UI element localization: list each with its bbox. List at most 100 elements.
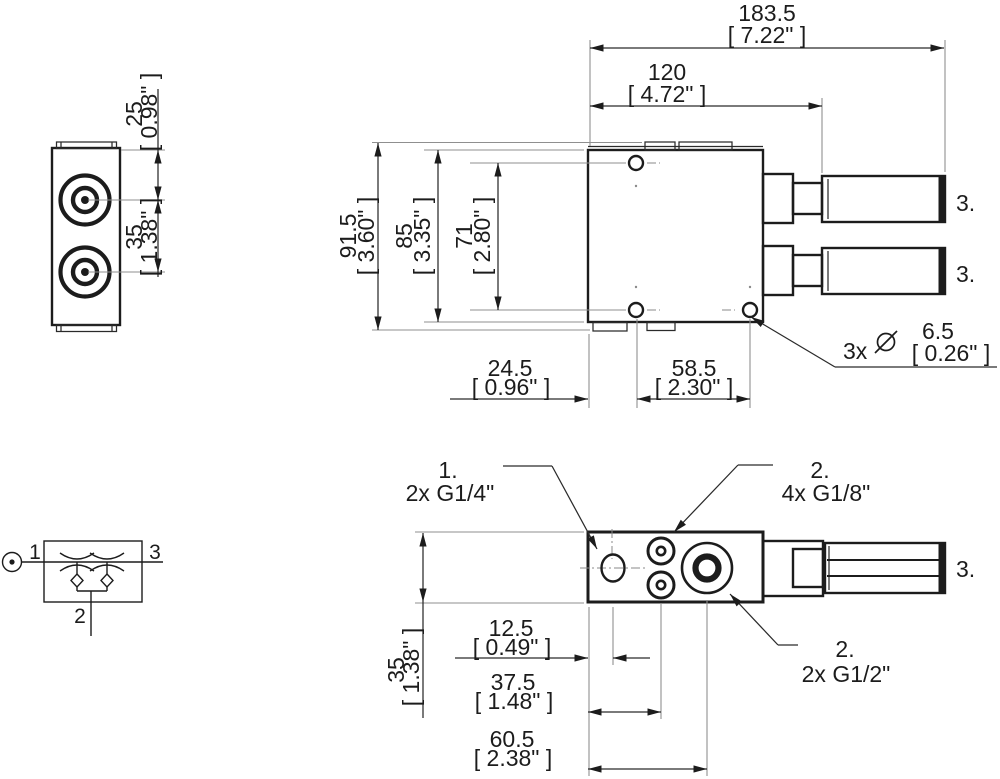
check-valve-2	[100, 562, 114, 591]
arrowhead-icon	[613, 654, 627, 662]
arrowhead-icon	[637, 395, 651, 403]
bottom-body	[586, 530, 765, 604]
arrowhead-icon	[434, 150, 442, 164]
dim-35-mm: 35	[121, 224, 147, 250]
mounting-hole-bottom-right	[741, 301, 759, 319]
muffler-label-1: 3.	[956, 190, 975, 216]
dim-1835-in: [ 7.22" ]	[728, 22, 807, 48]
top-tab-2	[678, 141, 733, 151]
dim-125-in: [ 0.49" ]	[473, 634, 552, 660]
dim-585-mm: 58.5	[672, 355, 717, 381]
ejector-box	[43, 540, 143, 603]
arrowhead-icon	[930, 44, 944, 52]
leader-port1: 1. 2x G1/4"	[406, 457, 601, 551]
dim-120-in: [ 4.72" ]	[628, 81, 707, 107]
schematic-port-3: 3	[149, 541, 161, 564]
dim-25-mm: 25	[121, 101, 147, 127]
check-valve-1	[70, 562, 84, 591]
dim-b35-mm: 35	[383, 657, 409, 683]
muffler-end-cap	[938, 175, 946, 223]
dim-1835-mm: 183.5	[738, 0, 796, 26]
arrowhead-icon	[693, 765, 707, 773]
dim-front-pitch-35: 35 [ 1.38" ]	[121, 198, 162, 277]
arrowhead-icon	[494, 296, 502, 310]
muffler-cylinder	[820, 246, 947, 296]
dim-85-mm: 85	[391, 223, 417, 249]
arrowhead-icon	[808, 102, 822, 110]
schematic-port-2: 2	[74, 605, 86, 628]
dim-915-mm: 91.5	[335, 214, 361, 259]
arrowhead-icon	[590, 102, 604, 110]
dim-25-in: [ 0.98" ]	[136, 73, 162, 152]
arrowhead-icon	[590, 44, 604, 52]
leader-port2: 2. 4x G1/8"	[671, 457, 870, 535]
dim-71-in: [ 2.80" ]	[469, 197, 495, 276]
dim-body-width: 120 [ 4.72" ]	[590, 59, 823, 173]
muffler-cylinder	[820, 174, 947, 224]
bottom-view: 3. 1. 2x G1/4" 2. 4x G1/8" 2. 2x G1/2"	[383, 457, 975, 776]
muffler-label-2: 3.	[956, 261, 975, 287]
dim-120-mm: 120	[648, 59, 686, 85]
arrowhead-icon	[588, 765, 602, 773]
muffler-bottom	[761, 244, 947, 297]
muffler-end-cap	[938, 247, 946, 295]
port1-thread: 2x G1/4"	[406, 480, 495, 506]
arrowhead-icon	[374, 143, 382, 157]
port2-thread: 4x G1/8"	[782, 480, 871, 506]
front-bottom-cap	[55, 324, 118, 333]
arrowhead-icon	[374, 316, 382, 330]
muffler-side	[761, 539, 947, 598]
dim-front-offset-25: 25 [ 0.98" ]	[88, 73, 165, 277]
port3-thread: 2x G1/2"	[802, 661, 891, 687]
port2-number: 2.	[810, 457, 829, 483]
arrowhead-icon	[494, 163, 502, 177]
top-view: 3. 3. 183.5 [ 7.22" ] 120 [ 4.72" ]	[335, 0, 997, 408]
dim-body-height: 85 [ 3.35" ]	[391, 149, 584, 323]
arrowhead-icon	[574, 654, 588, 662]
dim-245-in: [ 0.96" ]	[472, 374, 551, 400]
arrowhead-icon	[419, 588, 427, 602]
bottom-tab-1	[592, 321, 628, 332]
top-body	[586, 148, 765, 324]
callout-dia-mm: 6.5	[922, 318, 954, 344]
port-g12	[680, 541, 734, 595]
port-g18-bottom	[646, 570, 676, 600]
dim-915-in: [ 3.60" ]	[353, 197, 379, 276]
mounting-hole-top	[627, 154, 645, 172]
dim-port3-x: 60.5 [ 2.38" ]	[474, 726, 707, 773]
dim-hole-pitch-h: 58.5 [ 2.30" ]	[637, 355, 750, 403]
dim-total-height: 91.5 [ 3.60" ]	[335, 141, 642, 331]
top-tab-1	[644, 141, 676, 151]
mounting-hole-bottom-left	[627, 301, 645, 319]
arrowhead-icon	[434, 308, 442, 322]
dim-total-width: 183.5 [ 7.22" ]	[589, 0, 946, 172]
dim-hole-pitch-v: 71 [ 2.80" ]	[451, 162, 626, 311]
pneumatic-schematic: 1 3 2	[1, 540, 163, 636]
dim-b35-in: [ 1.38" ]	[398, 628, 424, 707]
dim-605-in: [ 2.38" ]	[474, 745, 553, 771]
muffler-top	[761, 172, 947, 225]
front-view: 25 [ 0.98" ] 35 [ 1.38" ]	[50, 73, 165, 333]
dim-71-mm: 71	[451, 223, 477, 249]
arrowhead-icon	[647, 708, 661, 716]
dim-85-in: [ 3.35" ]	[409, 197, 435, 276]
arrowhead-icon	[736, 395, 750, 403]
dim-hole-offset: 24.5 [ 0.96" ]	[450, 319, 751, 408]
dim-35-in: [ 1.38" ]	[136, 198, 162, 277]
arrowhead-icon	[588, 708, 602, 716]
callout-count: 3x	[843, 338, 868, 364]
schematic-port-1: 1	[29, 541, 41, 564]
bottom-tab-2	[646, 321, 676, 332]
muffler-label-side: 3.	[956, 556, 975, 582]
dim-375-mm: 37.5	[491, 669, 536, 695]
port3-number: 2.	[835, 636, 854, 662]
callout-dia-in: [ 0.26" ]	[912, 340, 991, 366]
port1-number: 1.	[438, 457, 457, 483]
dim-245-mm: 24.5	[488, 355, 533, 381]
diameter-symbol-icon	[874, 330, 898, 354]
front-top-cap	[55, 141, 118, 150]
dim-375-in: [ 1.48" ]	[475, 688, 554, 714]
dim-125-mm: 12.5	[489, 615, 534, 641]
